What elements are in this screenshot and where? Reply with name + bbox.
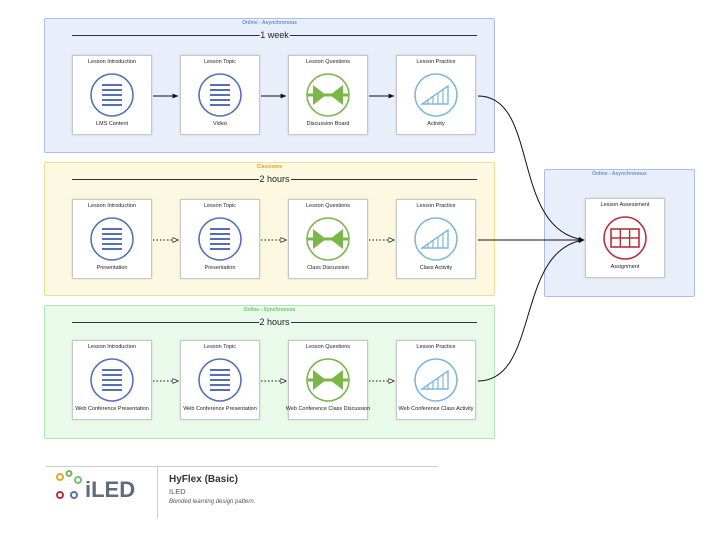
duration-label: 2 hours [258, 174, 291, 184]
logo-text: iLED [85, 477, 135, 502]
card-title: Lesson Topic [203, 59, 236, 65]
card-title: Lesson Questions [305, 203, 351, 209]
card-label: Presentation [96, 265, 128, 271]
document-icon [198, 358, 242, 402]
document-icon [90, 217, 134, 261]
card-title: Lesson Introduction [87, 203, 136, 209]
card-lesson-questions[interactable]: Lesson Questions Discussion Board [288, 55, 368, 135]
card-label: Video [213, 121, 227, 127]
lane-title: Online - Asynchronous [242, 20, 297, 26]
iled-logo: iLED [52, 470, 148, 509]
card-lesson-practice[interactable]: Lesson Practice Activity [396, 55, 476, 135]
flow-arrow [477, 238, 585, 382]
card-label: Class Activity [419, 265, 453, 271]
card-lesson-introduction[interactable]: Lesson Introduction Presentation [72, 199, 152, 279]
card-label: Web Conference Presentation [183, 406, 257, 412]
pattern-subtitle: ILED [169, 487, 186, 496]
card-label: Presentation [204, 265, 236, 271]
card-title: Lesson Questions [305, 344, 351, 350]
card-title: Lesson Introduction [87, 344, 136, 350]
flow-arrow [477, 95, 585, 242]
footer-rule [46, 466, 438, 467]
lane-title: Classroom [256, 164, 283, 170]
ascending-bars-icon [414, 358, 458, 402]
card-title: Lesson Practice [416, 59, 456, 65]
ascending-bars-icon [414, 217, 458, 261]
card-title: Lesson Topic [203, 344, 236, 350]
duration-label: 1 week [259, 30, 290, 40]
card-lesson-practice[interactable]: Lesson Practice Class Activity [396, 199, 476, 279]
card-lesson-introduction[interactable]: Lesson Introduction Web Conference Prese… [72, 340, 152, 420]
duration-marker: 2 hours [72, 317, 477, 327]
card-lesson-practice[interactable]: Lesson Practice Web Conference Class Act… [396, 340, 476, 420]
converge-arrows-icon [306, 73, 350, 117]
document-icon [90, 358, 134, 402]
card-label: LMS Content [95, 121, 129, 127]
card-label: Activity [427, 121, 445, 127]
card-title: Lesson Introduction [87, 59, 136, 65]
card-title: Lesson Practice [416, 344, 456, 350]
card-title: Lesson Assessment [600, 202, 650, 208]
card-lesson-topic[interactable]: Lesson Topic Presentation [180, 199, 260, 279]
pattern-title: HyFlex (Basic) [169, 474, 238, 485]
card-label: Discussion Board [306, 121, 350, 127]
duration-marker: 2 hours [72, 174, 477, 184]
duration-label: 2 hours [258, 317, 291, 327]
card-lesson-questions[interactable]: Lesson Questions Web Conference Class Di… [285, 340, 371, 420]
card-label: Web Conference Class Discussion [285, 406, 371, 412]
document-icon [198, 73, 242, 117]
duration-marker: 1 week [72, 30, 477, 40]
pattern-description: Blended learning design pattern. [169, 499, 256, 505]
document-icon [198, 217, 242, 261]
ascending-bars-icon [414, 73, 458, 117]
card-label: Web Conference Presentation [75, 406, 149, 412]
card-label: Assignment [610, 264, 640, 270]
card-lesson-topic[interactable]: Lesson Topic Web Conference Presentation [180, 340, 260, 420]
footer-divider [157, 466, 158, 518]
lane-title: Online - Synchronous [243, 307, 296, 313]
lane-title: Online - Asynchronous [592, 171, 647, 177]
logo-dots-icon [56, 470, 82, 499]
grid-table-icon [603, 216, 647, 260]
card-title: Lesson Practice [416, 203, 456, 209]
converge-arrows-icon [306, 217, 350, 261]
card-lesson-introduction[interactable]: Lesson Introduction LMS Content [72, 55, 152, 135]
card-label: Web Conference Class Activity [398, 406, 474, 412]
card-title: Lesson Questions [305, 59, 351, 65]
card-lesson-topic[interactable]: Lesson Topic Video [180, 55, 260, 135]
card-lesson-questions[interactable]: Lesson Questions Class Discussion [288, 199, 368, 279]
card-title: Lesson Topic [203, 203, 236, 209]
document-icon [90, 73, 134, 117]
converge-arrows-icon [306, 358, 350, 402]
card-lesson-assessment[interactable]: Lesson Assessment Assignment [585, 198, 665, 278]
card-label: Class Discussion [307, 265, 349, 271]
